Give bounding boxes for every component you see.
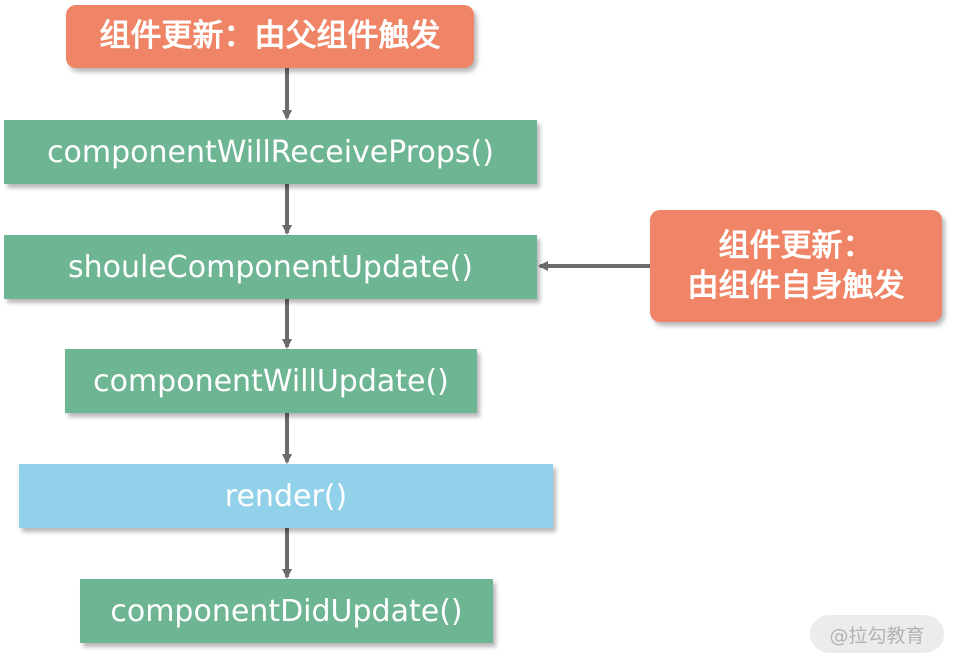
watermark-text: @拉勾教育	[829, 624, 925, 647]
render-node: render()	[19, 464, 553, 528]
component-did-update-node: componentDidUpdate()	[80, 579, 493, 643]
trigger-self-label-line2: 由组件自身触发	[687, 268, 905, 304]
trigger-parent-node: 组件更新：由父组件触发	[66, 5, 474, 68]
trigger-parent-label: 组件更新：由父组件触发	[99, 18, 441, 55]
component-will-update-label: componentWillUpdate()	[93, 363, 449, 399]
component-will-update-node: componentWillUpdate()	[65, 349, 477, 413]
should-component-update-label: shouleComponentUpdate()	[67, 249, 474, 285]
component-will-receive-props-node: componentWillReceiveProps()	[4, 120, 537, 184]
trigger-self-node: 组件更新： 由组件自身触发	[650, 210, 942, 322]
watermark: @拉勾教育	[810, 615, 944, 653]
component-will-receive-props-label: componentWillReceiveProps()	[47, 134, 494, 170]
trigger-self-label-line1: 组件更新：	[718, 227, 874, 264]
component-did-update-label: componentDidUpdate()	[110, 593, 463, 629]
should-component-update-node: shouleComponentUpdate()	[4, 235, 537, 299]
render-label: render()	[224, 478, 348, 514]
